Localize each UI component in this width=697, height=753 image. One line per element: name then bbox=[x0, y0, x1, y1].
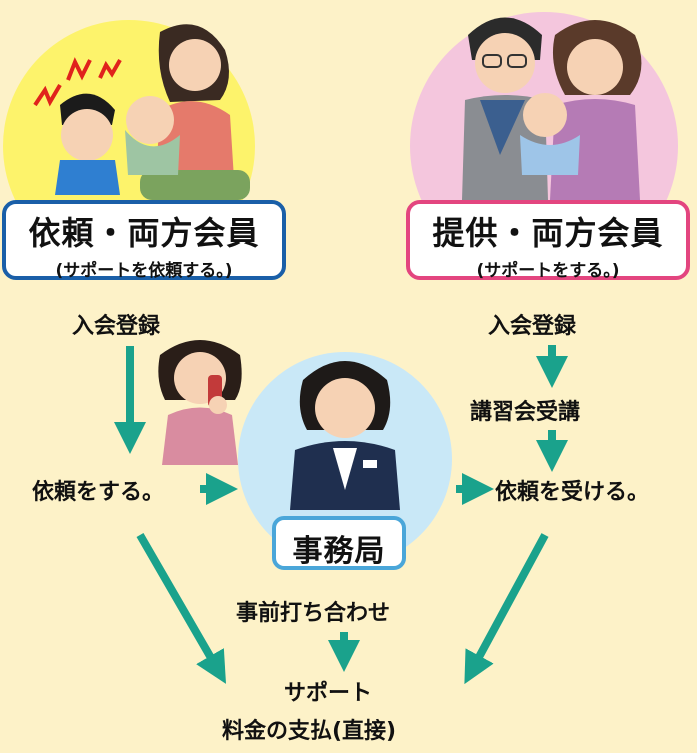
office-meeting-step: 事前打ち合わせ bbox=[236, 601, 391, 626]
provider-training-step: 講習会受講 bbox=[470, 400, 581, 425]
office-label-box: 事務局 bbox=[272, 516, 406, 570]
requester-label-box: 依頼・両方会員 (サポートを依頼する。) bbox=[2, 200, 286, 281]
requester-title: 依頼・両方会員 bbox=[28, 214, 260, 252]
office-staff-illustration bbox=[290, 361, 400, 510]
mother-children-illustration bbox=[33, 24, 250, 200]
provider-subtitle: (サポートをする。) bbox=[476, 261, 620, 281]
provider-receive-step: 依頼を受ける。 bbox=[495, 480, 650, 505]
provider-label-box: 提供・両方会員 (サポートをする。) bbox=[406, 200, 690, 281]
provider-title: 提供・両方会員 bbox=[432, 214, 664, 252]
final-support-step: サポート bbox=[284, 681, 373, 706]
final-payment-step: 料金の支払(直接) bbox=[222, 719, 397, 744]
provider-register-step: 入会登録 bbox=[488, 314, 577, 339]
arrow-diagonal-provider bbox=[464, 533, 549, 685]
requester-subtitle: (サポートを依頼する。) bbox=[55, 261, 233, 281]
grandparents-baby-illustration bbox=[462, 17, 642, 200]
office-title: 事務局 bbox=[292, 534, 386, 569]
woman-on-phone-illustration bbox=[158, 340, 242, 465]
arrow-diagonal-requester bbox=[136, 532, 227, 684]
requester-register-step: 入会登録 bbox=[72, 314, 161, 339]
requester-request-step: 依頼をする。 bbox=[32, 480, 165, 505]
